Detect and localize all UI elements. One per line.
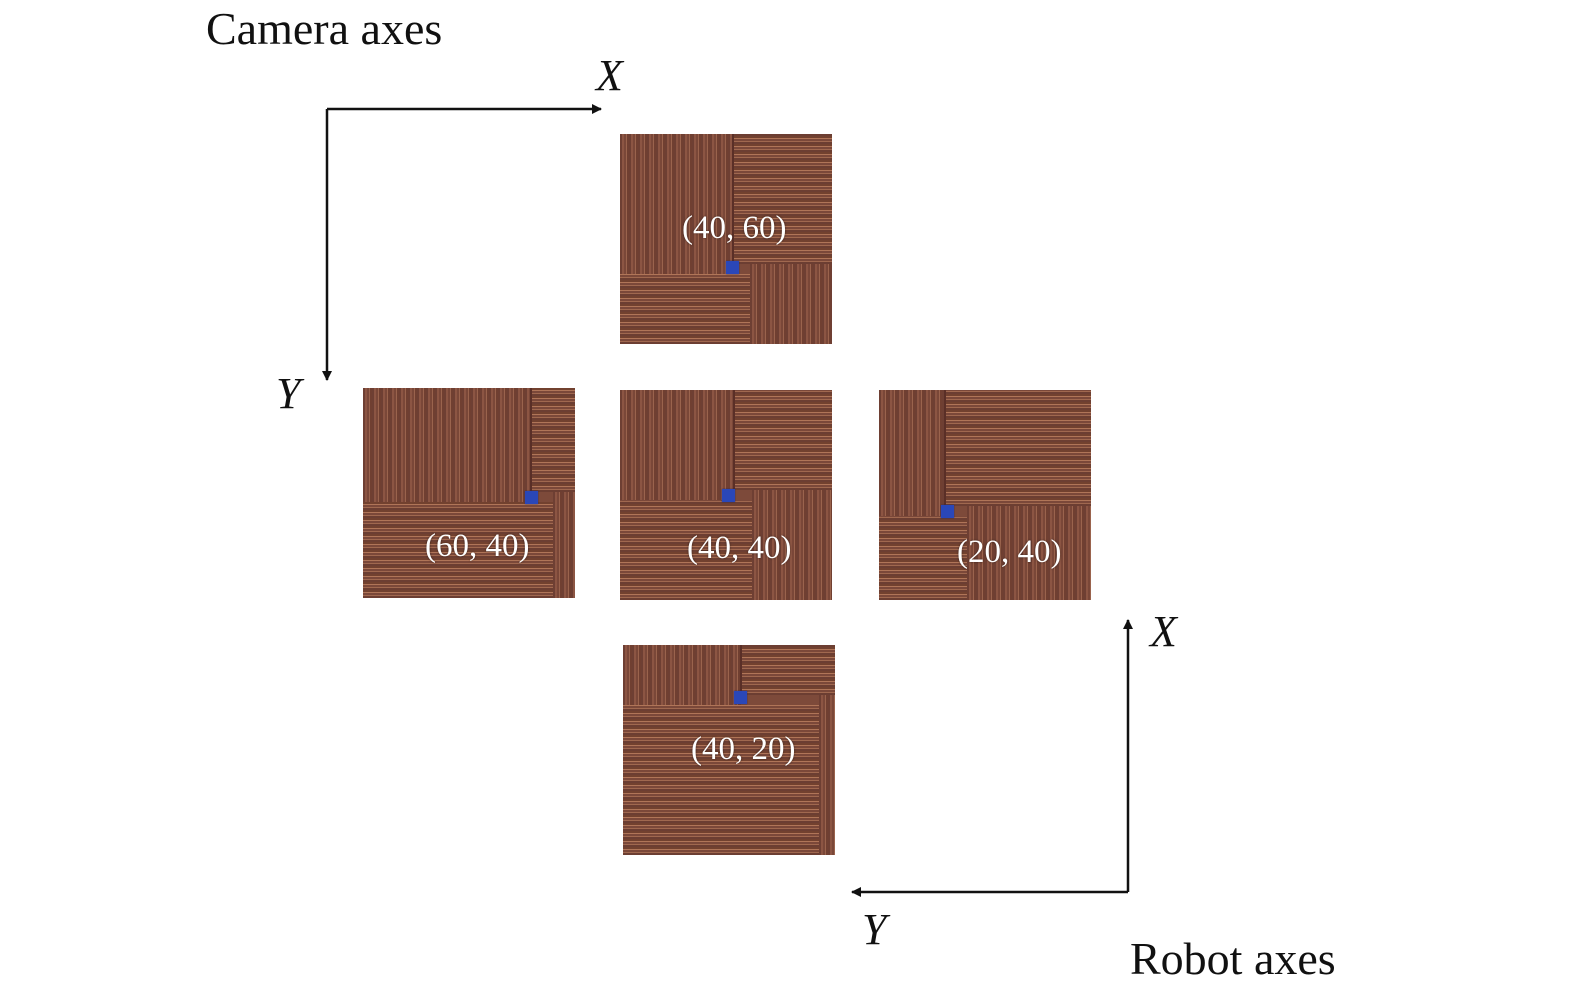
tile-texture-vertical (879, 390, 945, 516)
marker-square (525, 491, 538, 504)
tile-right: (20, 40) (879, 390, 1091, 600)
tile-texture-horizontal (620, 274, 750, 344)
tile-seam (944, 390, 946, 514)
robot-axes-title: Robot axes (1130, 933, 1336, 984)
tile-bottom: (40, 20) (623, 645, 835, 855)
tile-texture-vertical (623, 645, 741, 705)
tile-texture-horizontal (945, 390, 1091, 506)
tile-center: (40, 40) (620, 390, 832, 600)
tile-texture-vertical (553, 492, 575, 598)
tile-texture-horizontal (879, 516, 967, 600)
tile-top-coordinate: (40, 60) (682, 210, 787, 246)
tile-texture-vertical (620, 390, 734, 500)
robot-axes-arrows (851, 619, 1133, 897)
tile-seam (530, 388, 532, 500)
tile-seam (732, 134, 734, 274)
tile-texture-horizontal (363, 502, 553, 598)
tile-texture-vertical (750, 264, 832, 344)
tile-center-coordinate: (40, 40) (687, 530, 792, 566)
robot-x-label: X (1150, 607, 1177, 656)
tile-bottom-coordinate: (40, 20) (691, 731, 796, 767)
tile-seam (740, 645, 742, 703)
tile-texture-vertical (620, 134, 733, 274)
marker-square (734, 691, 747, 704)
tile-top: (40, 60) (620, 134, 832, 344)
tile-texture-vertical (363, 388, 531, 502)
camera-axes-arrows (322, 104, 602, 381)
tile-texture-horizontal (733, 134, 832, 264)
tile-right-coordinate: (20, 40) (957, 534, 1062, 570)
tile-left: (60, 40) (363, 388, 575, 598)
marker-square (726, 261, 739, 274)
camera-y-label: Y (276, 369, 301, 418)
tile-texture-horizontal (734, 390, 832, 490)
tile-texture-vertical (967, 506, 1091, 600)
tile-texture-horizontal (741, 645, 835, 695)
robot-y-label: Y (862, 905, 887, 954)
tile-texture-horizontal (623, 705, 819, 855)
camera-axes-title: Camera axes (206, 3, 443, 54)
tile-texture-vertical (819, 695, 835, 855)
marker-square (722, 489, 735, 502)
tile-seam (733, 390, 735, 498)
camera-x-label: X (596, 51, 623, 100)
tile-left-coordinate: (60, 40) (425, 528, 530, 564)
tile-texture-horizontal (620, 500, 752, 600)
marker-square (941, 505, 954, 518)
tile-texture-horizontal (531, 388, 575, 492)
tile-texture-vertical (752, 490, 832, 600)
